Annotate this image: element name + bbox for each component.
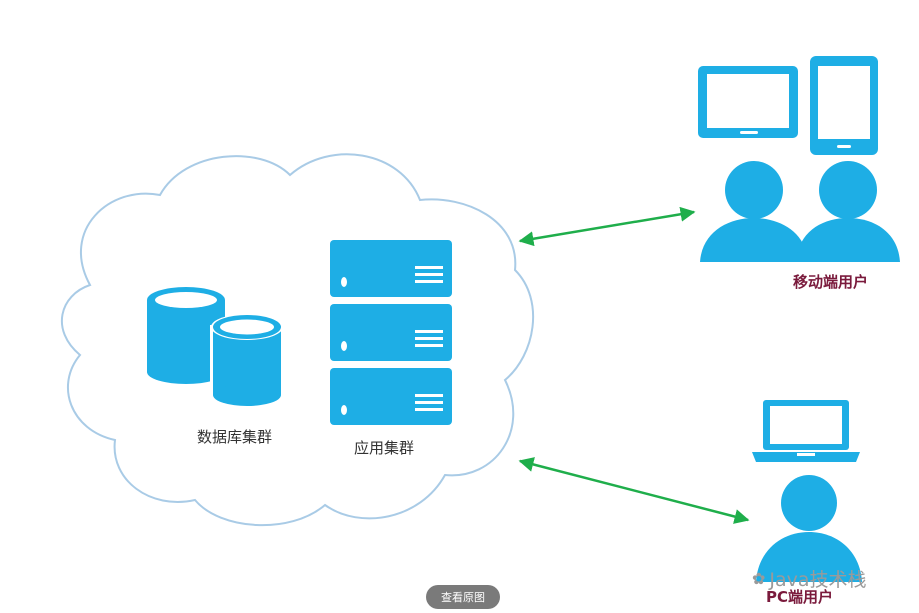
server-unit bbox=[330, 368, 452, 425]
application-cluster-label: 应用集群 bbox=[354, 439, 415, 457]
mobile-users-icon bbox=[700, 161, 900, 262]
database-cluster-label: 数据库集群 bbox=[197, 428, 273, 446]
wechat-icon: ✿ bbox=[752, 569, 766, 588]
tablet-icon bbox=[698, 66, 798, 138]
pc-connection-arrow bbox=[518, 457, 750, 524]
application-cluster-icon bbox=[330, 240, 452, 425]
database-cluster-icon bbox=[147, 287, 283, 406]
mobile-users-label: 移动端用户 bbox=[793, 273, 869, 291]
smartphone-icon bbox=[810, 56, 878, 155]
laptop-icon bbox=[752, 400, 860, 462]
pc-user-icon bbox=[756, 475, 862, 582]
server-unit bbox=[330, 304, 452, 361]
cloud-shape bbox=[61, 153, 535, 527]
pc-users-label: PC端用户 bbox=[766, 588, 834, 606]
server-unit bbox=[330, 240, 452, 297]
view-original-button[interactable]: 查看原图 bbox=[426, 585, 500, 609]
watermark: ✿ Java技术栈 bbox=[752, 565, 867, 592]
mobile-connection-arrow bbox=[518, 206, 696, 247]
watermark-text: Java技术栈 bbox=[769, 569, 867, 591]
